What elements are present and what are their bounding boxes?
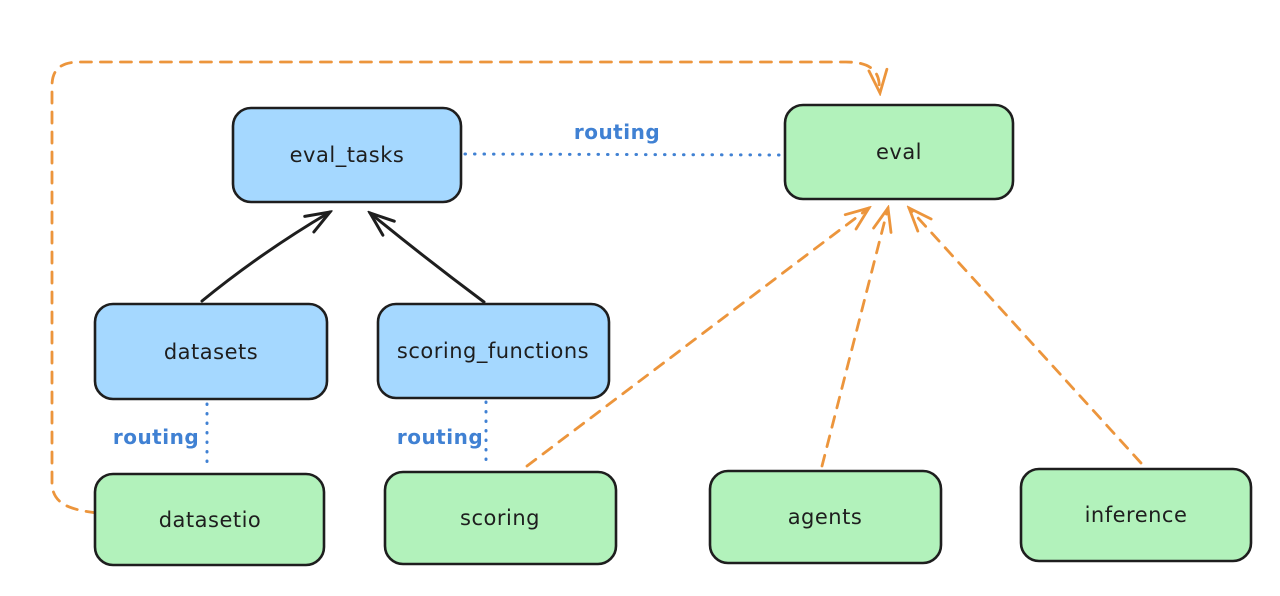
node-agents-label: agents (788, 505, 863, 529)
node-eval: eval (783, 103, 1015, 201)
node-inference-label: inference (1085, 503, 1188, 527)
node-scoring-functions: scoring_functions (376, 302, 611, 400)
node-inference: inference (1019, 467, 1253, 563)
node-datasetio-label: datasetio (159, 508, 262, 532)
edge-datasetio-to-eval (50, 60, 880, 515)
node-eval-tasks-label: eval_tasks (290, 143, 405, 168)
node-scoring-functions-label: scoring_functions (397, 339, 589, 364)
node-inference-box (1019, 467, 1253, 563)
node-datasets-box (93, 302, 329, 401)
routing-label-top: routing (574, 120, 660, 144)
node-eval-label: eval (876, 140, 922, 164)
edge-datasets-to-eval-tasks (200, 212, 330, 303)
node-datasetio: datasetio (93, 472, 326, 567)
edge-eval-tasks-to-eval-routing (463, 152, 783, 157)
node-datasetio-box (93, 472, 326, 567)
node-eval-box (783, 103, 1015, 201)
edge-agents-to-eval (820, 208, 888, 468)
node-datasets-label: datasets (164, 340, 258, 364)
edge-inference-to-eval (909, 208, 1143, 465)
node-agents-box (708, 469, 943, 565)
node-scoring-box (383, 470, 618, 566)
node-agents: agents (708, 469, 943, 565)
node-scoring: scoring (383, 470, 618, 566)
routing-label-scoring: routing (397, 425, 483, 449)
node-scoring-label: scoring (460, 506, 540, 530)
routing-label-datasets: routing (113, 425, 199, 449)
node-datasets: datasets (93, 302, 329, 401)
node-eval-tasks: eval_tasks (231, 106, 463, 204)
edge-scoring-to-eval (525, 208, 869, 468)
node-eval-tasks-box (231, 106, 463, 204)
node-scoring-functions-box (376, 302, 611, 400)
edge-scoring-functions-to-eval-tasks (370, 213, 486, 304)
